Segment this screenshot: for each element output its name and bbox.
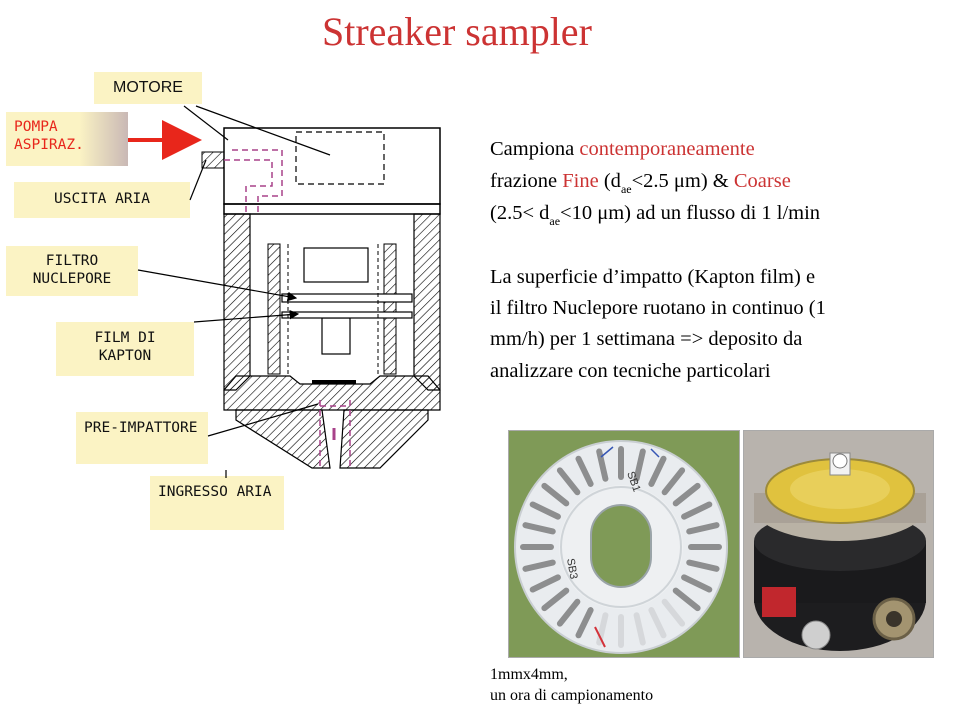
title-text: Streaker sampler bbox=[322, 9, 592, 54]
deposit-spot bbox=[575, 607, 594, 639]
para2-line2: il filtro Nuclepore ruotano in continuo … bbox=[490, 297, 826, 319]
label-pompa: POMPA ASPIRAZ. bbox=[6, 112, 128, 166]
deposit-spot bbox=[681, 501, 713, 520]
label-motore-text: MOTORE bbox=[113, 79, 183, 96]
label-pompa-text: POMPA ASPIRAZ. bbox=[14, 119, 84, 153]
disc-illustration: SB1 SB3 bbox=[514, 440, 728, 654]
deposit-spot bbox=[686, 559, 720, 572]
leader-filtro bbox=[137, 269, 298, 302]
motor-housing bbox=[223, 127, 441, 205]
deposit-spot bbox=[661, 598, 686, 627]
para2-line3: mm/h) per 1 settimana => deposito da bbox=[490, 328, 803, 350]
para1-l3-b: <10 μm) ad un flusso di 1 l/min bbox=[560, 202, 821, 224]
label-pre: PRE-IMPATTORE bbox=[76, 412, 208, 464]
para1-l3-a: (2.5< d bbox=[490, 202, 550, 224]
caption: 1mmx4mm, un ora di campionamento bbox=[490, 664, 653, 706]
filter-disc bbox=[281, 293, 413, 303]
para1-l1-b: contemporaneamente bbox=[579, 138, 755, 160]
airflow-path-top bbox=[224, 149, 283, 212]
label-filtro-text: FILTRO NUCLEPORE bbox=[32, 253, 112, 287]
para1-l2-sub: ae bbox=[620, 182, 632, 196]
para1-l2-d: <2.5 μm) & bbox=[631, 170, 734, 192]
deposit-spot bbox=[686, 522, 720, 535]
leader-motore-2 bbox=[195, 105, 331, 156]
inner-wall-left bbox=[267, 243, 281, 375]
deposit-spot bbox=[648, 455, 667, 487]
airflow-path-inlet bbox=[319, 400, 351, 470]
body-floor bbox=[223, 375, 441, 411]
deposit-spot bbox=[672, 587, 701, 612]
deposit-spot bbox=[633, 612, 646, 646]
para1-l3-sub: ae bbox=[549, 214, 561, 228]
para2-line4: analizzare con tecniche particolari bbox=[490, 360, 771, 382]
deposit-spot bbox=[541, 482, 570, 507]
para1-line3: (2.5< dae<10 μm) ad un flusso di 1 l/min bbox=[490, 198, 820, 229]
caption-line1: 1mmx4mm, bbox=[490, 666, 568, 683]
deposit-spot bbox=[633, 448, 646, 482]
deposit-spot bbox=[529, 501, 561, 520]
para1-l2-b: Fine bbox=[562, 170, 599, 192]
label-film-text: FILM DI KAPTON bbox=[94, 330, 156, 364]
deposit-spot bbox=[522, 559, 556, 572]
label-uscita: USCITA ARIA bbox=[14, 182, 190, 218]
para2-line1: La superficie d’impatto (Kapton film) e bbox=[490, 266, 816, 288]
motor-box bbox=[295, 131, 385, 185]
para1-l2-a: frazione bbox=[490, 170, 563, 192]
deposit-spot bbox=[648, 607, 667, 639]
leader-uscita bbox=[189, 159, 207, 201]
deposit-spot bbox=[575, 455, 594, 487]
caption-line2: un ora di campionamento bbox=[490, 687, 654, 704]
label-uscita-text: USCITA ARIA bbox=[53, 191, 151, 207]
body-wall-right bbox=[413, 213, 441, 391]
leader-motore bbox=[183, 105, 229, 141]
kapton-disc bbox=[281, 311, 413, 319]
leader-film bbox=[193, 309, 300, 323]
body-wall-left bbox=[223, 213, 251, 391]
label-ingresso-text: INGRESSO ARIA bbox=[158, 484, 272, 500]
deposit-spot bbox=[556, 467, 581, 496]
deposit-spot bbox=[541, 587, 570, 612]
label-filtro: FILTRO NUCLEPORE bbox=[6, 246, 138, 296]
para1-l2-e: Coarse bbox=[733, 170, 791, 192]
disc-label-sb3: SB3 bbox=[564, 557, 579, 580]
deposit-spot bbox=[681, 574, 713, 593]
outlet-nozzle bbox=[201, 151, 225, 169]
deposit-spot bbox=[529, 574, 561, 593]
para1-line1: Campiona contemporaneamente bbox=[490, 134, 755, 165]
label-ingresso: INGRESSO ARIA bbox=[150, 476, 284, 530]
para1-l1-a: Campiona bbox=[490, 138, 580, 160]
deposit-spot bbox=[672, 482, 701, 507]
label-film: FILM DI KAPTON bbox=[56, 322, 194, 376]
label-motore: MOTORE bbox=[94, 72, 202, 104]
leader-pre bbox=[207, 403, 319, 437]
device-illustration bbox=[744, 431, 933, 657]
spindle bbox=[303, 247, 369, 283]
para1-line2: frazione Fine (dae<2.5 μm) & Coarse bbox=[490, 166, 791, 197]
deposit-spot bbox=[522, 522, 556, 535]
deposit-spot bbox=[661, 467, 686, 496]
pre-impactor bbox=[235, 409, 331, 469]
photo-sample-disc: SB1 SB3 bbox=[508, 430, 740, 658]
photo-sampler-device bbox=[743, 430, 934, 658]
inner-wall-right bbox=[383, 243, 397, 375]
deposit-spots bbox=[520, 446, 722, 648]
deposit-spot bbox=[556, 598, 581, 627]
label-pre-text: PRE-IMPATTORE bbox=[84, 420, 198, 436]
para1-l2-c: (d bbox=[598, 170, 621, 192]
deposit-spot bbox=[596, 448, 609, 482]
